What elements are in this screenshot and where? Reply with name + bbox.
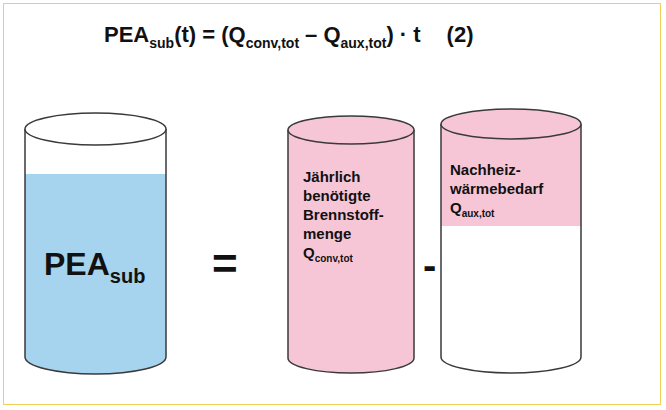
cylinder-text: Jährlich benötigte Brennstoff- mengeQcon… (303, 167, 399, 264)
subscript-text: conv,tot (315, 253, 353, 264)
volume-cylinder: PEAsub (24, 112, 167, 374)
cylinder-label: PEA (44, 246, 110, 282)
subscript-text: aux,tot (341, 35, 387, 51)
text-line: PEAsub (44, 255, 147, 279)
reheat-cylinder: Nachheiz- wärmebedarfQaux,tot (440, 108, 582, 373)
cylinder-body (441, 124, 581, 373)
subscript-text: sub (110, 265, 146, 287)
operator-sign: - (423, 245, 436, 285)
cylinder-outline (288, 130, 414, 373)
cylinder-text: Nachheiz- wärmebedarfQaux,tot (450, 160, 572, 219)
cylinder-label: Q (450, 199, 462, 216)
cylinder-body (25, 129, 166, 374)
cylinder-text: PEAsub (44, 255, 147, 279)
subscript-text: conv,tot (246, 35, 299, 51)
text-line: Nachheiz- wärmebedarf (450, 160, 572, 198)
cylinder-top (288, 116, 414, 144)
subscript-text: aux,tot (462, 208, 495, 219)
operator-sign: = (212, 242, 238, 286)
formula-text: (2) (447, 22, 474, 47)
text-line: Qconv,tot (303, 243, 399, 264)
text-line: Jährlich benötigte Brennstoff- menge (303, 167, 399, 243)
formula-text: PEA (104, 22, 149, 47)
text-line: Qaux,tot (450, 198, 572, 219)
formula-text: (t) = (Q (174, 22, 246, 47)
cylinder-label: Jährlich benötigte Brennstoff- menge (303, 168, 384, 242)
subscript-text: sub (149, 35, 174, 51)
formula: PEAsub(t) = (Qconv,tot – Qaux,tot) · t (2) (104, 22, 474, 48)
cylinder-body (288, 130, 414, 373)
cylinder-top (25, 113, 166, 145)
cylinder-label: Q (303, 244, 315, 261)
cylinder-top (441, 109, 581, 139)
cylinder-outline (441, 124, 581, 373)
cylinder-shape (24, 112, 167, 374)
cylinder-fill (25, 174, 166, 374)
cylinder-label: Nachheiz- wärmebedarf (450, 161, 543, 197)
cylinder-shape (440, 108, 582, 373)
fuel-cylinder: Jährlich benötigte Brennstoff- mengeQcon… (287, 115, 415, 373)
formula-text: ) · t (386, 22, 420, 47)
cylinder-outline (25, 129, 166, 374)
formula-text: – Q (305, 22, 340, 47)
